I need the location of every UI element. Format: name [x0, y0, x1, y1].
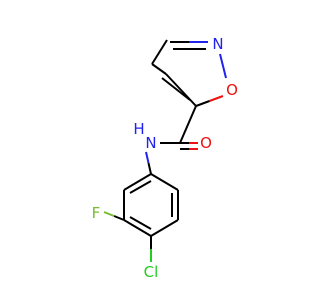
- bond-ph-c4-c5: [123, 219, 152, 237]
- bond-o-c5-a: [209, 95, 224, 102]
- bond-ph-c6-c1: [123, 173, 152, 191]
- bond-n-phenyl-a: [145, 151, 150, 164]
- bond-n-phenyl-b: [147, 162, 152, 175]
- atom-o-carbonyl: O: [200, 134, 212, 152]
- bond-c4-c3: [151, 39, 168, 65]
- bond-ph-c4-c5-inner: [129, 216, 152, 230]
- bond-c4-ring-close: [151, 63, 167, 75]
- bond-c-f-b: [103, 211, 115, 217]
- atom-n-amide: N: [145, 134, 156, 152]
- bond-c-f-a: [113, 215, 125, 221]
- atom-o-ring: O: [226, 81, 238, 99]
- bond-ph-c6-c1-inner: [129, 180, 152, 194]
- bond-layer: [103, 39, 227, 262]
- bond-c5-c4-inner: [161, 77, 191, 101]
- bond-ph-c1-c2: [150, 173, 179, 191]
- bond-o-c5-b: [195, 100, 210, 107]
- bond-ph-c3-c4: [150, 219, 179, 237]
- atom-fluorine: F: [92, 204, 101, 222]
- bond-c5-c4: [165, 73, 197, 107]
- bond-c5-camide: [179, 105, 197, 144]
- bond-n-o: [219, 53, 227, 79]
- atom-n-isoxazole: N: [212, 35, 223, 53]
- atom-h-amide: H: [133, 120, 144, 138]
- atom-label-layer: N O O N H F Cl: [92, 35, 238, 281]
- molecule-diagram: N O O N H F Cl: [92, 35, 238, 281]
- atom-chlorine: Cl: [144, 263, 159, 281]
